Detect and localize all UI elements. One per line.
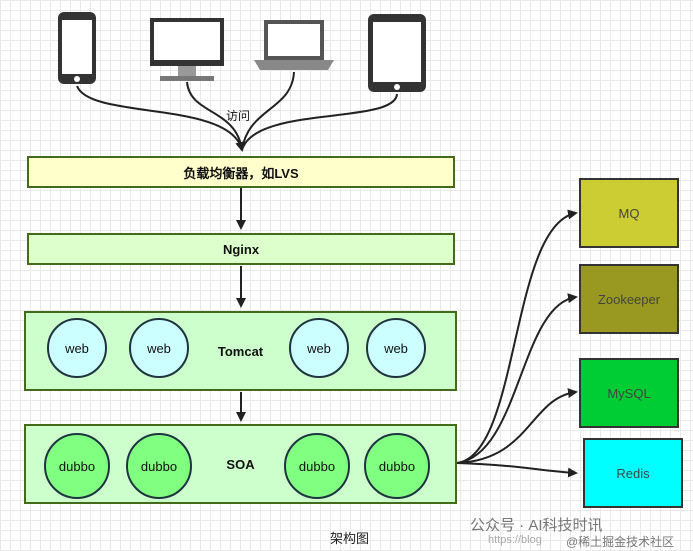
watermark-account: 公众号 · AI科技时讯 [470, 517, 603, 534]
web-node: web [289, 318, 349, 378]
dubbo-node: dubbo [126, 433, 192, 499]
desktop-icon [150, 18, 224, 81]
nginx-label: Nginx [222, 241, 260, 257]
load-balancer-box: 负载均衡器，如LVS [27, 156, 455, 188]
load-balancer-label: 负载均衡器，如LVS [183, 165, 299, 181]
dubbo-node: dubbo [44, 433, 110, 499]
web-node: web [47, 318, 107, 378]
mq-box: MQ [579, 178, 679, 248]
dubbo-node: dubbo [364, 433, 430, 499]
phone-icon [58, 12, 96, 84]
nginx-box: Nginx [27, 233, 455, 265]
dubbo-node: dubbo [284, 433, 350, 499]
caption: 架构图 [330, 531, 370, 546]
tomcat-label: Tomcat [217, 343, 264, 359]
soa-label: SOA [226, 456, 255, 472]
laptop-icon [254, 20, 334, 70]
web-node: web [366, 318, 426, 378]
access-label: 访问 [226, 109, 251, 123]
web-node: web [129, 318, 189, 378]
zookeeper-box: Zookeeper [579, 264, 679, 334]
mysql-box: MySQL [579, 358, 679, 428]
redis-box: Redis [583, 438, 683, 508]
watermark-url: https://blog [488, 534, 542, 546]
watermark-community: @稀土掘金技术社区 [566, 535, 675, 549]
tablet-icon [368, 14, 426, 92]
